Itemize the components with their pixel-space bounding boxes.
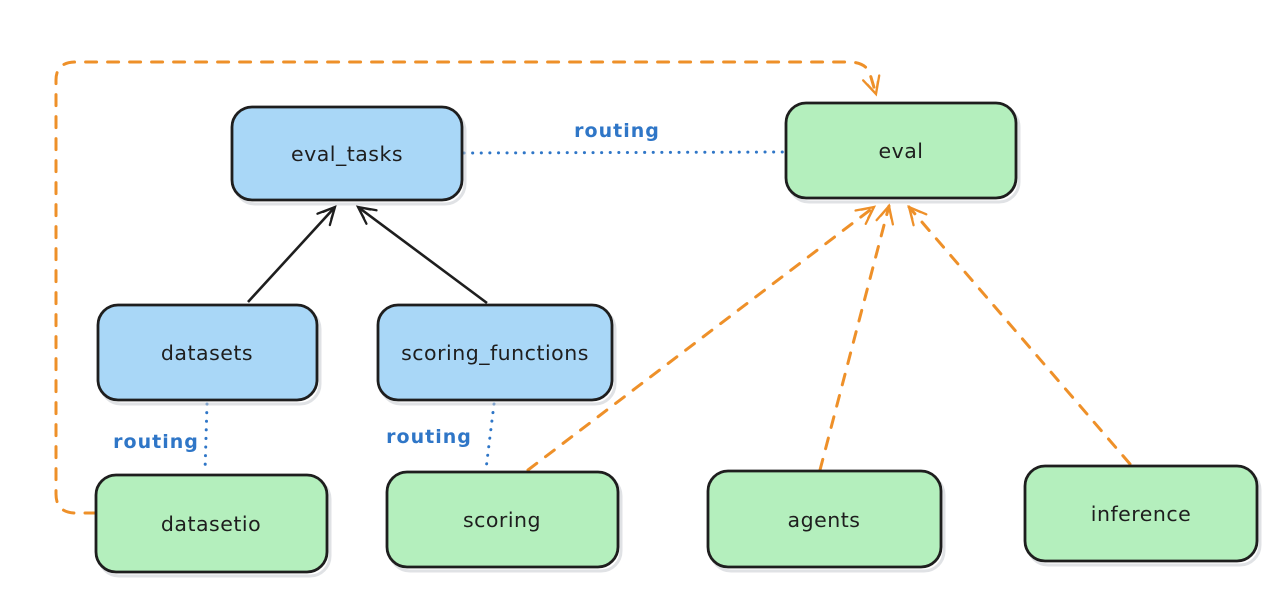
node-agents-label: agents bbox=[788, 508, 861, 532]
node-inference-shape[interactable] bbox=[1023, 464, 1259, 563]
node-scoring-shape[interactable] bbox=[385, 470, 620, 569]
node-scoring-functions-shape[interactable] bbox=[376, 303, 614, 402]
node-agents: agents bbox=[706, 469, 946, 573]
node-datasetio-shape[interactable] bbox=[94, 473, 329, 574]
node-eval-tasks-shape[interactable] bbox=[230, 105, 464, 202]
node-scoring-functions: scoring_functions bbox=[376, 303, 617, 406]
edge-datasetio-to-eval bbox=[54, 60, 881, 515]
node-inference-label: inference bbox=[1091, 502, 1191, 526]
edge-datasets-to-eval-tasks bbox=[247, 205, 337, 303]
node-eval-tasks-label: eval_tasks bbox=[291, 142, 403, 167]
routing-label-top: routing bbox=[574, 120, 660, 142]
edge-scoring-to-eval bbox=[526, 205, 877, 472]
edge-scoring-functions-to-eval-tasks bbox=[355, 205, 488, 305]
edge-scoring-functions-to-scoring-routing bbox=[484, 402, 496, 471]
node-inference: inference bbox=[1023, 464, 1262, 567]
edge-agents-to-eval bbox=[818, 203, 895, 472]
node-datasetio-label: datasetio bbox=[161, 512, 261, 536]
edge-datasets-to-datasetio-routing bbox=[203, 402, 209, 473]
node-datasetio: datasetio bbox=[94, 473, 332, 578]
routing-label-datasetio: routing bbox=[113, 431, 199, 453]
node-datasets-shape[interactable] bbox=[96, 303, 319, 402]
edge-eval-tasks-to-eval-routing bbox=[462, 150, 785, 155]
node-eval-label: eval bbox=[878, 139, 923, 163]
node-scoring-functions-label: scoring_functions bbox=[401, 341, 589, 366]
node-scoring: scoring bbox=[385, 470, 623, 573]
node-scoring-label: scoring bbox=[463, 508, 541, 532]
node-eval: eval bbox=[784, 101, 1021, 204]
routing-label-scoring: routing bbox=[386, 426, 472, 448]
node-eval-tasks: eval_tasks bbox=[230, 105, 467, 206]
node-datasets-label: datasets bbox=[161, 341, 253, 365]
node-agents-shape[interactable] bbox=[706, 469, 943, 569]
node-datasets: datasets bbox=[96, 303, 322, 406]
node-eval-shape[interactable] bbox=[784, 101, 1018, 200]
edge-inference-to-eval bbox=[907, 204, 1132, 466]
